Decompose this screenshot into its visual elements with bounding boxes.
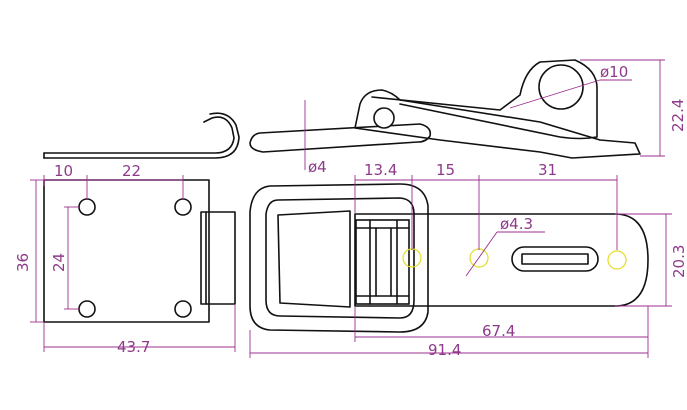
dim-side-height: 22.4	[669, 99, 687, 132]
hole-marker-3	[607, 250, 627, 270]
dimension-labels: 10 22 36 24 43.7 91.4 67.4 20.3 13.4 15 …	[14, 63, 687, 359]
dim-hinge-to-hole: 15	[436, 161, 455, 179]
dim-loop-offset: 13.4	[364, 161, 397, 179]
dim-plate-hole-spacing-h: 22	[122, 162, 141, 180]
dim-hole-to-slot-end: 31	[538, 161, 557, 179]
slot-outer	[511, 246, 599, 272]
dim-plate-width: 43.7	[117, 338, 150, 356]
dim-hasp-length: 67.4	[482, 322, 515, 340]
eye-hole-circle	[538, 64, 584, 110]
keeper-plate-front-view	[43, 179, 236, 323]
keeper-side-view	[43, 112, 240, 159]
mount-hole-br	[174, 300, 192, 318]
dim-pin-diameter: ø4	[308, 158, 327, 176]
keeper-tongue	[200, 211, 236, 305]
dim-eye-diameter: ø10	[600, 63, 628, 81]
latch-plan-view	[249, 183, 649, 333]
dim-overall-length: 91.4	[428, 341, 461, 359]
dim-plate-hole-offset: 10	[54, 162, 73, 180]
hinge-pin-circle	[373, 107, 395, 129]
mount-hole-tl	[78, 198, 96, 216]
dim-plate-hole-spacing-v: 24	[50, 253, 68, 272]
dim-plate-height: 36	[14, 253, 32, 272]
mount-hole-tr	[174, 198, 192, 216]
dim-hole-diameter: ø4.3	[500, 215, 533, 233]
latch-side-view	[249, 59, 641, 159]
slot-inner	[521, 253, 589, 265]
mount-hole-bl	[78, 300, 96, 318]
dim-hasp-width: 20.3	[670, 245, 687, 278]
dimension-lines	[30, 59, 672, 358]
